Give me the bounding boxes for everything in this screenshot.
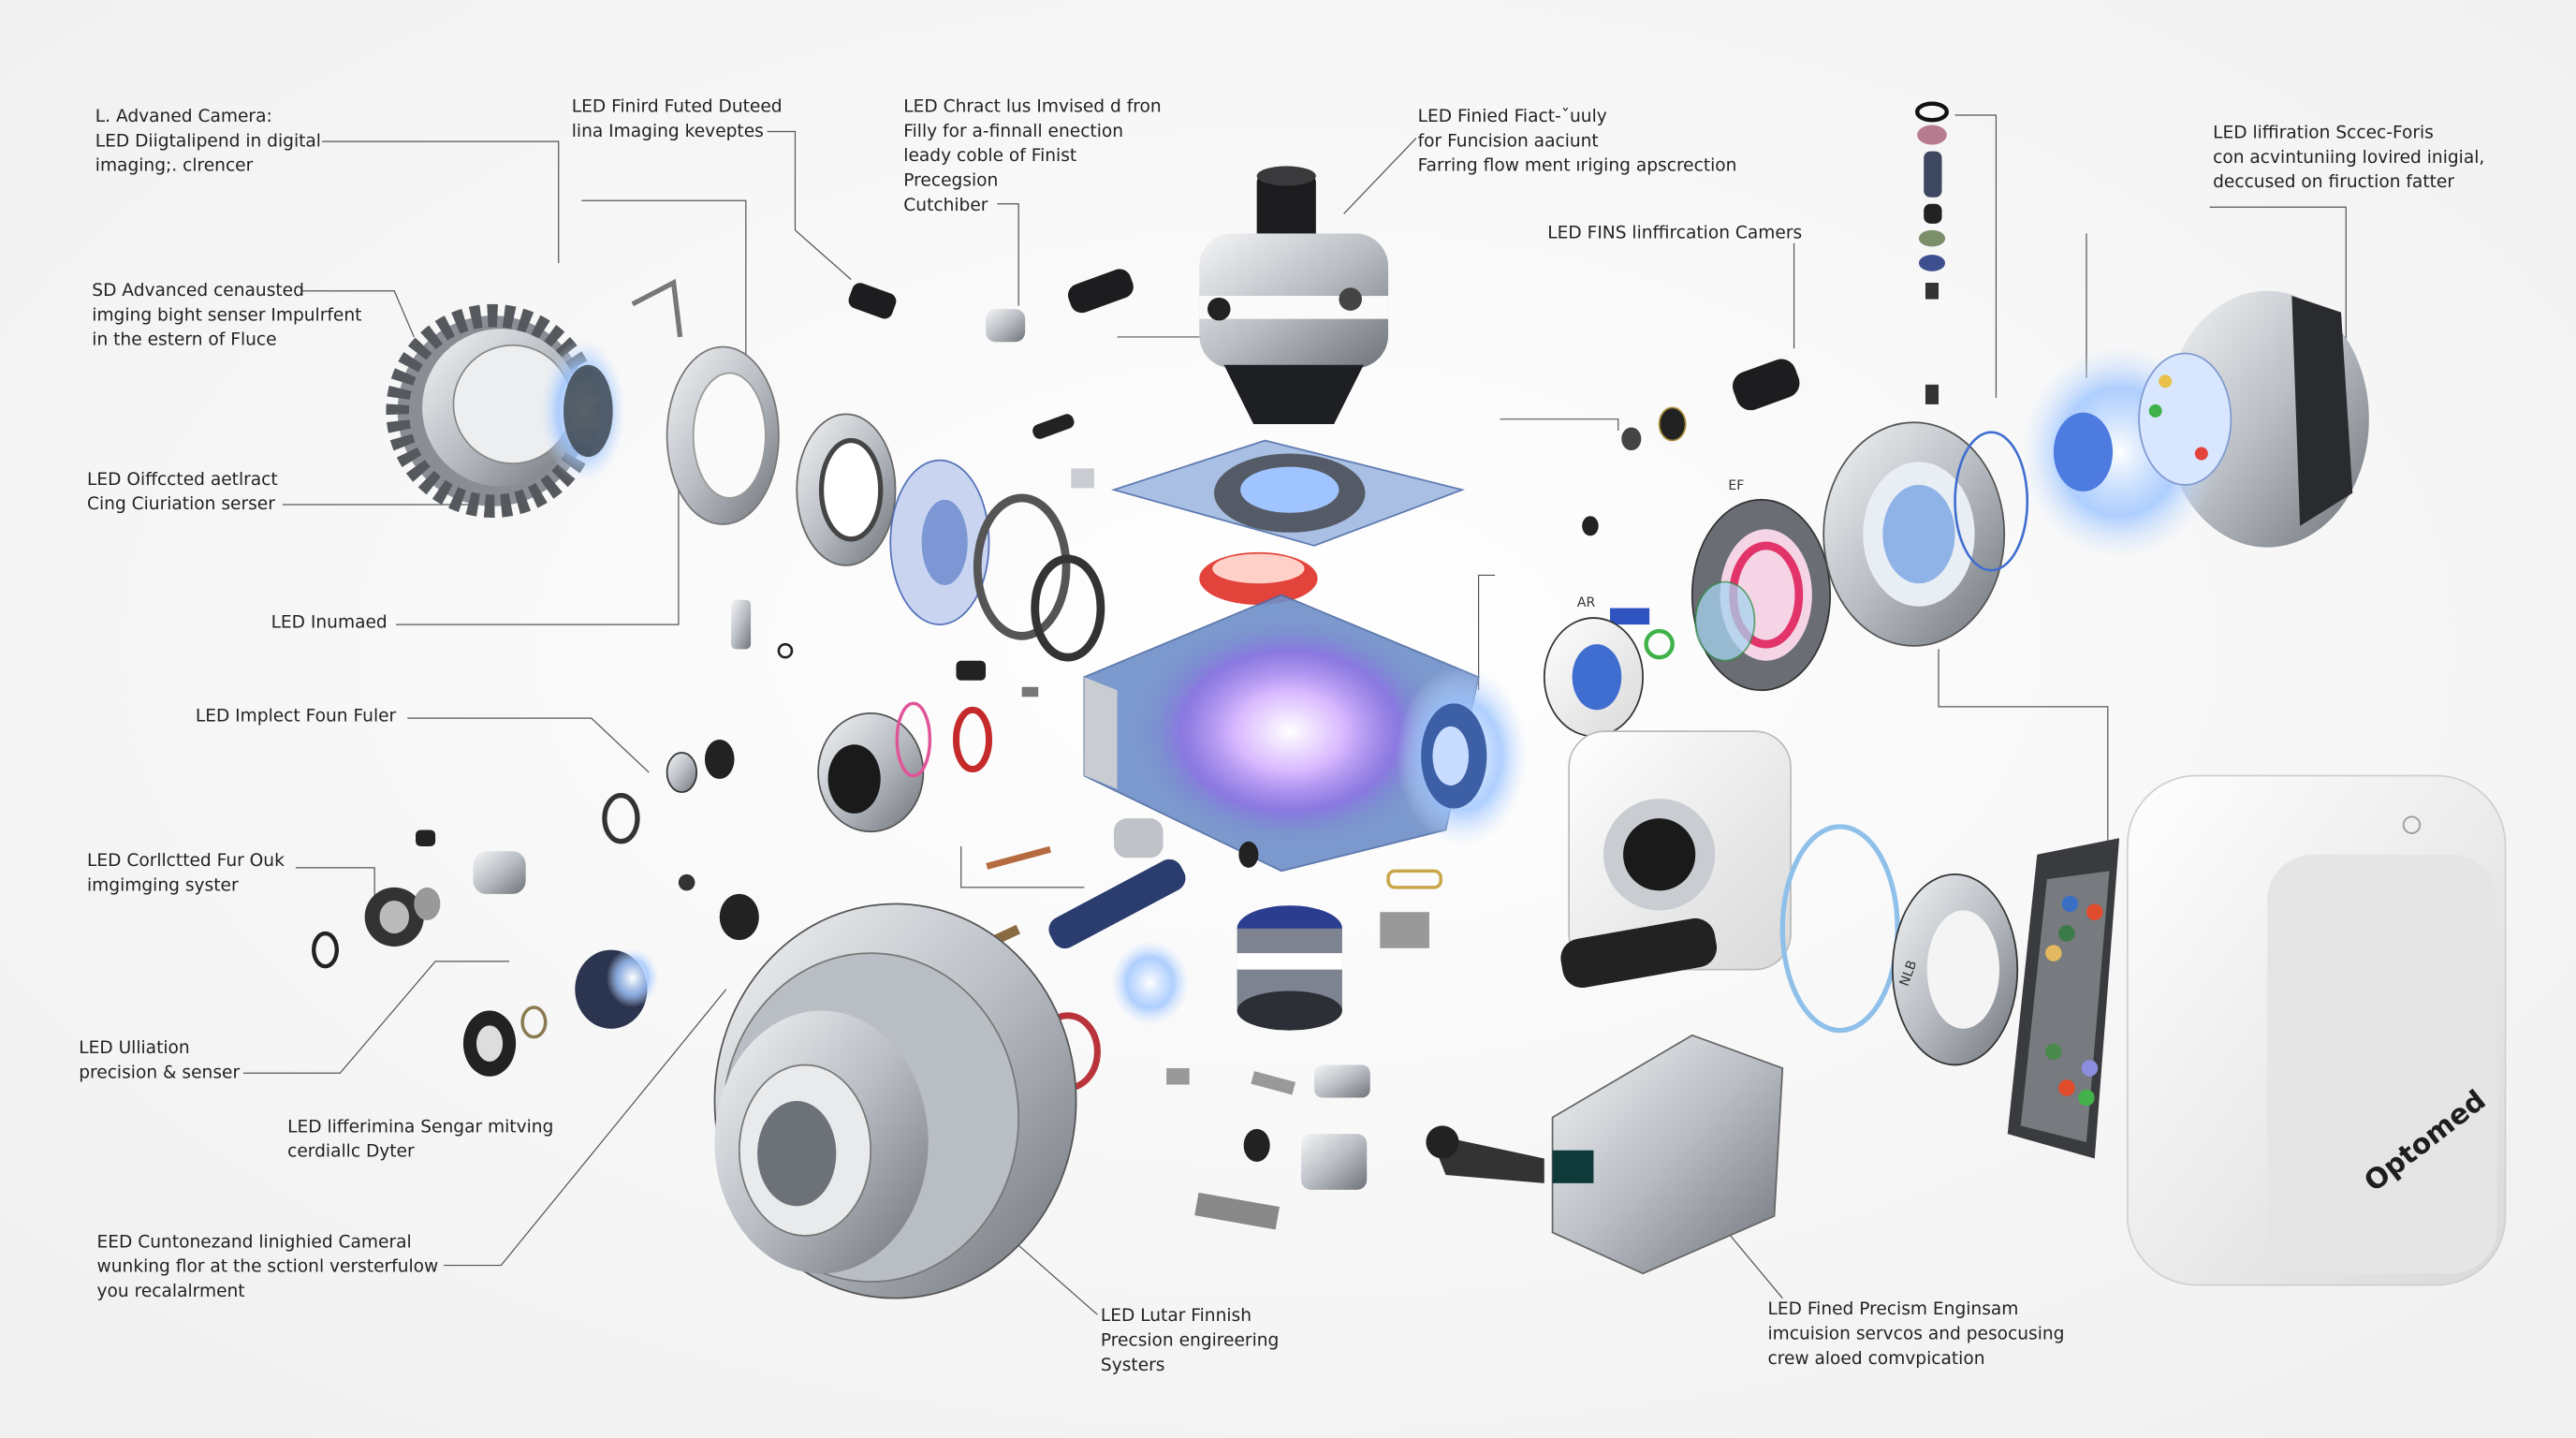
callout-label: LED liffiration Sccec-Foris con acvintuni… — [2213, 124, 2484, 193]
central-housing — [1083, 439, 1529, 873]
callout-label-line: L. Advaned Camera: — [95, 107, 272, 126]
panel-button — [2045, 1043, 2062, 1061]
ring-plates — [666, 345, 1105, 662]
callout-label-line: LED Fined Precism Enginsam — [1767, 1299, 2018, 1319]
leader-line — [295, 867, 375, 898]
leader-line — [300, 290, 415, 338]
leader-line — [395, 484, 680, 625]
callout-label-line: LED Chract lus Imvised d fron — [903, 96, 1161, 116]
callout-label: SD Advanced cenausted imging bight senser… — [92, 281, 361, 350]
leader-line — [443, 989, 727, 1267]
leader-line — [1477, 574, 1496, 691]
leader-line — [242, 961, 510, 1074]
mark-ef: EF — [1728, 478, 1744, 493]
callout-label-line: lina Imaging keveptes — [572, 122, 764, 141]
panel-button — [2045, 945, 2062, 961]
callout-label-line: LED Ulliation — [79, 1038, 189, 1058]
panel-button — [2078, 1089, 2095, 1107]
panel-button — [2058, 925, 2075, 942]
callout-label-line: you recalalrment — [97, 1282, 245, 1301]
callout-label-line: imgimging syster — [87, 875, 239, 895]
callout-label-line: SD Advanced cenausted — [92, 281, 304, 301]
callout-label-line: LED lifferimina Sengar mitving — [287, 1117, 553, 1137]
callout-label-line: precision & senser — [79, 1063, 240, 1082]
callout-label-line: in the estern of Fluce — [92, 330, 276, 350]
lens-spool — [1237, 905, 1342, 1031]
callout-label-line: crew aloed comvpication — [1767, 1349, 1984, 1369]
callout-label-line: EED Cuntonezand linighied Cameral — [97, 1232, 412, 1252]
panel-buttons — [2045, 895, 2103, 1107]
callout-label-line: wunking flor at the sctionl versterfulow — [97, 1257, 439, 1277]
callout-label-line: for Funcision aaciunt — [1418, 131, 1599, 151]
leader-line — [1954, 114, 1998, 398]
callout-label-line: Cutchiber — [903, 196, 988, 215]
callout-label: LED lifferimina Sengar mitving cerdiallc … — [287, 1117, 553, 1161]
leader-line — [407, 717, 650, 773]
callout-label-line: LED Finied Fiact-ˇuuly — [1418, 107, 1607, 126]
leader-line — [1343, 138, 1417, 214]
callout-label: LED Inumaed — [271, 613, 388, 633]
leader-line — [960, 846, 1085, 888]
panel-button — [2081, 1060, 2099, 1077]
callout-label: LED FINS linffircation Camers — [1547, 224, 1802, 243]
callout-label: LED Finird Futed Duteed lina Imaging keve… — [572, 96, 783, 140]
callout-label-line: Filly for a-finnall enection — [903, 122, 1123, 141]
callout-label-line: imaging;. clrencer — [95, 156, 254, 176]
callout-label-line: LED Oiffccted aetlract — [87, 470, 278, 490]
gear-assembly — [386, 278, 683, 518]
callout-label-line: Cing Ciuriation serser — [87, 494, 275, 514]
leader-line — [997, 203, 1019, 306]
mount-flange — [713, 902, 1077, 1299]
callout-label-line: Precegsion — [903, 170, 998, 190]
panel-button — [2061, 895, 2079, 913]
callout-label: LED Ulliation precision & senser — [79, 1038, 240, 1082]
callout-label-line: Farring flow ment ıriging apscrection — [1418, 156, 1737, 176]
callout-label: LED Implect Foun Fuler — [196, 707, 397, 726]
callout-label-line: Precsion engireering — [1101, 1331, 1279, 1351]
callout-label-line: leady coble of Finist — [903, 146, 1076, 166]
callout-label-line: LED liffiration Sccec-Foris — [2213, 124, 2434, 143]
callout-label-line: LED Finird Futed Duteed — [572, 96, 783, 116]
callout-label-line: LED Corllctted Fur Ouk — [87, 851, 285, 871]
leader-line — [767, 130, 852, 280]
leader-line — [1938, 649, 2109, 855]
right-lens-rings — [1543, 421, 2029, 738]
control-panel — [2007, 838, 2120, 1159]
mini-camera-module: NLB — [1560, 730, 2019, 1066]
callout-label-line: con acvintuniing lovired inigial, — [2213, 148, 2484, 168]
mark-ar: AR — [1577, 595, 1596, 610]
leader-line — [1500, 418, 1619, 431]
top-right-camera-module — [2020, 290, 2369, 559]
leader-line — [322, 140, 560, 263]
vertical-lens-stack — [1915, 101, 1949, 404]
panel-button — [2086, 903, 2103, 920]
sensor-block — [1426, 1034, 1784, 1275]
callout-label-line: Systers — [1101, 1356, 1165, 1375]
callout-label-line: LED FINS linffircation Camers — [1547, 224, 1802, 243]
leader-line — [581, 199, 747, 395]
callout-label-line: LED Implect Foun Fuler — [196, 707, 397, 726]
callout-label: LED Fined Precism Enginsam imcuision serv… — [1767, 1299, 2064, 1369]
callout-label-line: cerdiallc Dyter — [287, 1142, 415, 1162]
small-parts — [312, 269, 1800, 1230]
device-body: Optomed — [2126, 774, 2507, 1286]
callout-label-line: deccused on firuction fatter — [2213, 172, 2454, 192]
callout-label: L. Advaned Camera: LED Diigtalipend in di… — [95, 107, 321, 176]
callout-label-line: LED Lutar Finnish — [1101, 1306, 1251, 1326]
callout-label-line: LED Diigtalipend in digital — [95, 131, 321, 151]
callout-label: LED Corllctted Fur Ouk imgimging syster — [87, 851, 285, 895]
top-lens-module — [1199, 166, 1389, 424]
callout-label-line: LED Inumaed — [271, 613, 388, 633]
callout-label-line: imging bight senser Impulrfent — [92, 305, 361, 325]
callout-label: EED Cuntonezand linighied Cameral wunking… — [97, 1232, 439, 1301]
callout-label-line: imcuision servcos and pesocusing — [1767, 1325, 2064, 1344]
left-lens-tube — [817, 701, 993, 833]
panel-button — [2058, 1079, 2075, 1096]
callout-label: LED Finied Fiact-ˇuuly for Funcision aaci… — [1418, 107, 1737, 176]
callout-labels: L. Advaned Camera: LED Diigtalipend in di… — [79, 96, 2484, 1374]
